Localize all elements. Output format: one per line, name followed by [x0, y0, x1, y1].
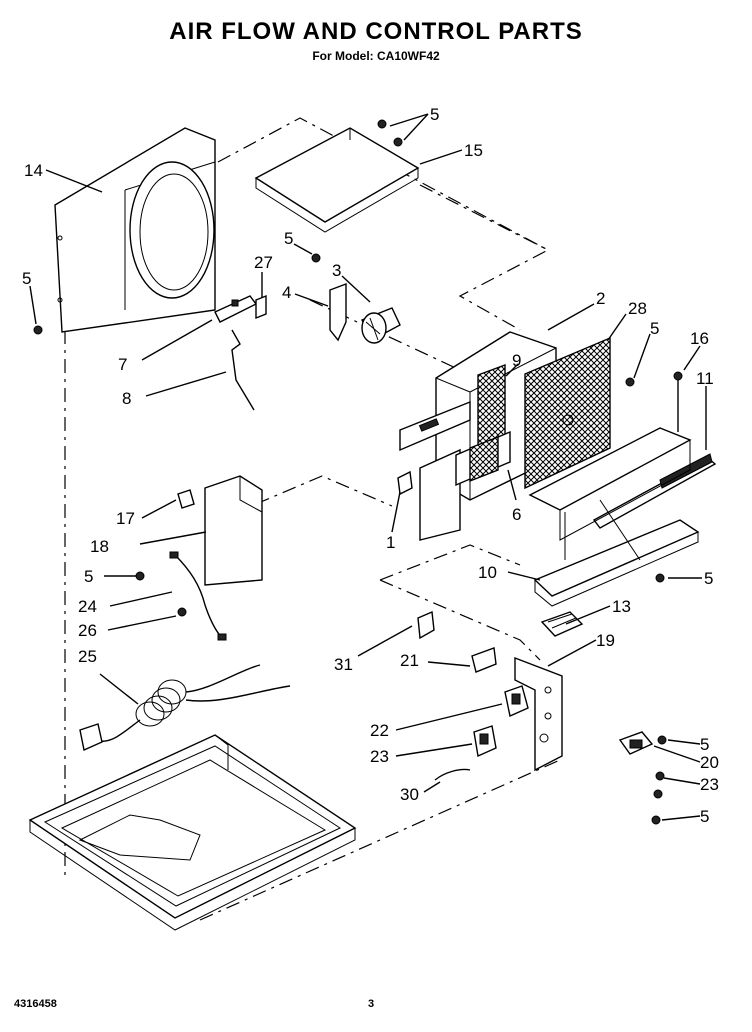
evaporator-housing: [528, 427, 692, 561]
document-number: 4316458: [14, 998, 57, 1010]
callout-29: 28: [628, 299, 647, 318]
part-4-bracket: [329, 282, 347, 342]
part-24-thermostat: [473, 725, 497, 758]
leader-lines: [29, 113, 707, 821]
base-pan: [28, 734, 357, 931]
callout-labels: 14 5 5 15 5 27 3 4 2 28 5 16 9 11 7 8 6 …: [22, 105, 719, 826]
callout-19: 19: [596, 631, 615, 650]
callout-16: 16: [690, 329, 709, 348]
part-16-screw: [673, 371, 683, 432]
callout-5-mesh: 5: [650, 319, 659, 338]
part-17-side-bracket: [204, 475, 263, 586]
callout-5-knob: 5: [700, 735, 709, 754]
part-19-control-bracket: [514, 656, 563, 772]
part-10-drain-pan: [533, 519, 700, 607]
callout-4: 4: [282, 283, 291, 302]
callout-6: 6: [512, 505, 521, 524]
callout-20: 20: [700, 753, 719, 772]
part-15-top-tray: [254, 127, 420, 233]
part-18-clip: [177, 489, 195, 509]
callout-1: 1: [386, 533, 395, 552]
callout-14: 14: [24, 161, 43, 180]
part-1-clip: [397, 470, 413, 496]
callout-22: 22: [370, 721, 389, 740]
part-21-switch: [471, 647, 497, 673]
part-31-clip: [417, 610, 435, 640]
callout-7: 7: [118, 355, 127, 374]
part-13-foam-pad: [540, 611, 584, 637]
callout-13: 13: [612, 597, 631, 616]
callout-3: 3: [332, 261, 341, 280]
assembly-lines: [64, 117, 561, 921]
callout-30: 30: [400, 785, 419, 804]
callout-5-top: 5: [430, 105, 439, 124]
part-7-switch-bracket: [214, 295, 258, 323]
part-14-scroll-panel: [54, 127, 216, 333]
callout-2: 2: [596, 289, 605, 308]
part-25-wire-harness: [169, 551, 227, 641]
callout-11: 11: [696, 369, 714, 388]
part-6-filter-piece: [455, 430, 511, 487]
callout-5-motor: 5: [284, 229, 293, 248]
callout-27: 26: [78, 621, 97, 640]
callout-5-bracket: 5: [84, 567, 93, 586]
page-title: AIR FLOW AND CONTROL PARTS: [169, 18, 583, 45]
callout-23: 23: [700, 775, 719, 794]
callout-21: 21: [400, 651, 419, 670]
callout-25: 24: [78, 597, 97, 616]
part-26-power-cord: [79, 664, 291, 751]
callout-5-bottom: 5: [700, 807, 709, 826]
part-20-knob: [618, 731, 654, 755]
callout-31: 31: [334, 655, 353, 674]
callout-10: 10: [478, 563, 497, 582]
callout-5-pan: 5: [704, 569, 713, 588]
callout-26: 25: [78, 647, 97, 666]
page-number: 3: [368, 998, 375, 1010]
callout-17: 18: [90, 537, 109, 556]
callout-5-left: 5: [22, 269, 31, 288]
part-8-actuator-rod: [231, 329, 255, 411]
callout-18: 17: [116, 509, 135, 528]
part-28-clip: [255, 294, 267, 320]
callout-15: 15: [464, 141, 483, 160]
part-22-selector-switch: [504, 685, 529, 717]
callout-8: 8: [122, 389, 131, 408]
model-subtitle: For Model: CA10WF42: [312, 49, 440, 63]
part-3-motor: [361, 307, 401, 344]
callout-9: 9: [512, 351, 521, 370]
callout-24: 23: [370, 747, 389, 766]
callout-28: 27: [254, 253, 273, 272]
part-29-evaporator-mesh: [524, 336, 611, 490]
part-30-capillary: [434, 768, 471, 781]
